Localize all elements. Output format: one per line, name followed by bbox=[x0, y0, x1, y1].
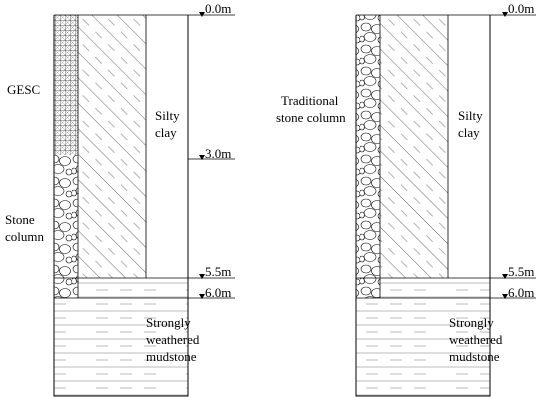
silty-clay-label-line1: Silty bbox=[458, 108, 483, 123]
depth-label: 6.0m bbox=[205, 285, 231, 300]
stone-column-right bbox=[356, 15, 380, 298]
stone-column-left bbox=[54, 155, 78, 298]
stone-column-label-line1: Stone bbox=[5, 212, 35, 227]
mudstone-label-line1: Strongly bbox=[449, 315, 494, 330]
traditional-column-label-line1: Traditional bbox=[281, 93, 339, 108]
mudstone-upper-right bbox=[380, 278, 490, 298]
mudstone-right bbox=[356, 298, 490, 396]
depth-label: 6.0m bbox=[508, 285, 534, 300]
mudstone-upper-left bbox=[78, 278, 188, 298]
depth-label: 5.5m bbox=[508, 264, 534, 279]
depth-label: 0.0m bbox=[508, 1, 534, 16]
silty-clay-label-line1: Silty bbox=[155, 108, 180, 123]
mudstone-label-line3: mudstone bbox=[146, 349, 197, 364]
silty-clay-label-line2: clay bbox=[458, 125, 480, 140]
mudstone-label-line3: mudstone bbox=[449, 349, 500, 364]
depth-marker-0-left: 0.0m bbox=[199, 1, 231, 17]
mudstone-label-line1: Strongly bbox=[146, 315, 191, 330]
depth-label: 3.0m bbox=[205, 146, 231, 161]
depth-marker-0-right: 0.0m bbox=[502, 1, 534, 17]
mudstone-label-line2: weathered bbox=[449, 332, 503, 347]
stone-column-label-line2: column bbox=[5, 229, 44, 244]
depth-label: 5.5m bbox=[205, 264, 231, 279]
gesc-label: GESC bbox=[7, 82, 40, 97]
depth-marker-5-5-right: 5.5m bbox=[502, 264, 534, 279]
depth-marker-6-left: 6.0m bbox=[199, 285, 231, 300]
depth-marker-5-5-left: 5.5m bbox=[199, 264, 231, 279]
depth-label: 0.0m bbox=[205, 1, 231, 16]
left-profile: 0.0m 3.0m 5.5m 6.0m GESC Stone column Si… bbox=[5, 1, 235, 397]
mudstone-left bbox=[54, 298, 188, 396]
depth-marker-3-left: 3.0m bbox=[199, 146, 231, 161]
gesc-encasement bbox=[54, 15, 78, 155]
silty-clay-label-line2: clay bbox=[155, 125, 177, 140]
traditional-column-label-line2: stone column bbox=[276, 110, 346, 125]
right-profile: 0.0m 5.5m 6.0m Traditional stone column … bbox=[276, 1, 536, 397]
depth-marker-6-right: 6.0m bbox=[502, 285, 534, 300]
mudstone-label-line2: weathered bbox=[146, 332, 200, 347]
